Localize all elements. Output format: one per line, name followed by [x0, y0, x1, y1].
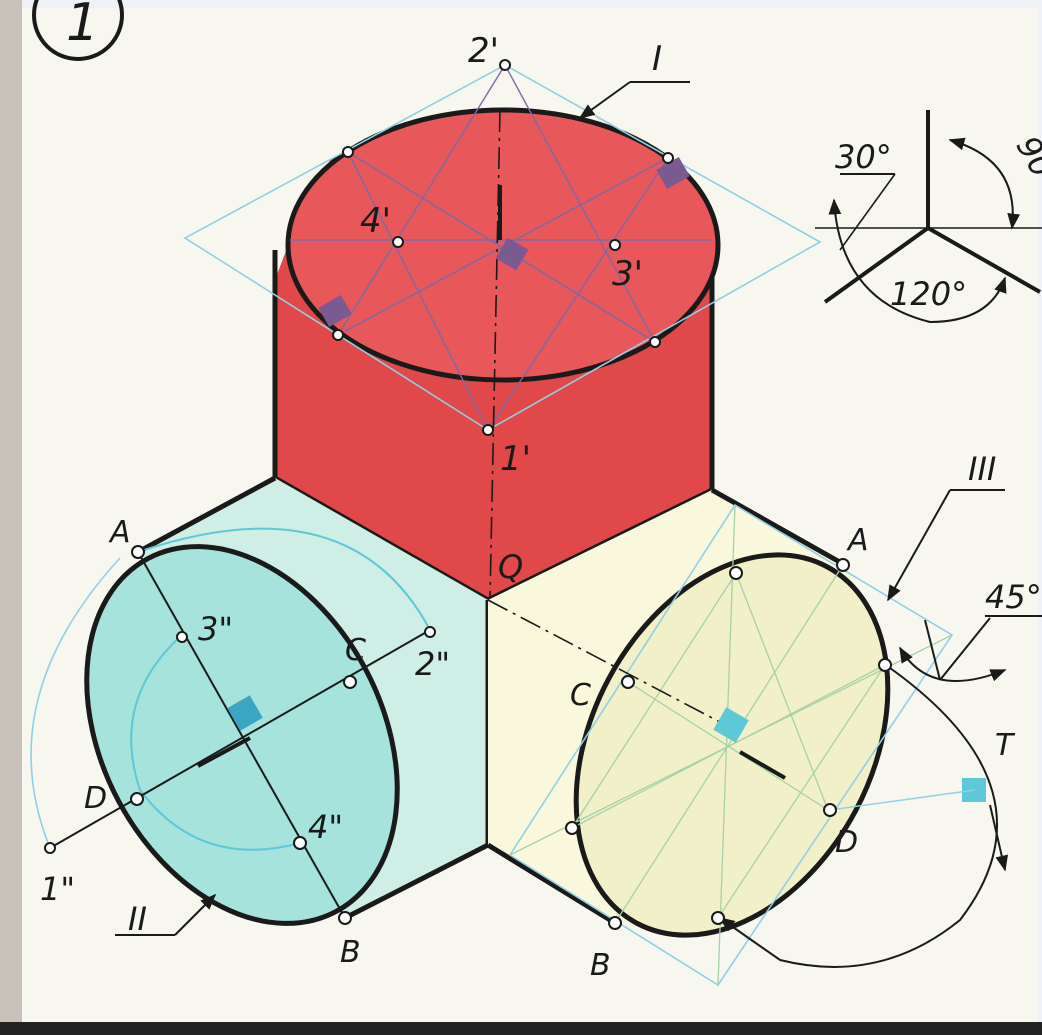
t-arrow — [989, 804, 1008, 872]
point-top-ll — [332, 329, 344, 341]
t-line — [829, 789, 976, 811]
leader-lines — [115, 81, 1005, 936]
label-b-left: B — [340, 935, 361, 970]
top-right-marker — [656, 156, 690, 190]
left-points — [44, 545, 436, 925]
label-4-prime: 4' — [360, 201, 391, 241]
point-top-ur — [662, 152, 674, 164]
top-center-marker — [495, 237, 529, 271]
label-3-prime: 3' — [612, 254, 643, 294]
label-a-right: A — [846, 523, 869, 558]
right-construction-lines — [509, 504, 953, 986]
label-4-double: 4" — [308, 808, 343, 846]
angle-90-arc — [948, 137, 1021, 230]
angle-45-annotation — [899, 615, 1042, 682]
point-b-right — [608, 916, 622, 930]
left-center-mark — [197, 736, 251, 768]
point-4-double — [293, 836, 307, 850]
top-points — [332, 59, 674, 436]
top-left-marker — [318, 294, 352, 328]
label-angle-120: 120° — [890, 275, 967, 313]
point-c-left — [343, 675, 357, 689]
point-d-left — [130, 792, 144, 806]
point-3-double — [176, 631, 188, 643]
label-d-right: D — [835, 825, 858, 860]
label-c-right: C — [570, 678, 591, 713]
point-1-prime — [482, 424, 494, 436]
figure-number: 1 — [66, 0, 99, 53]
left-construction-arc-big — [30, 557, 121, 849]
right-center-mark — [738, 750, 787, 780]
figure-number-badge: 1 — [32, 0, 124, 61]
bottom-border — [0, 1022, 1042, 1035]
point-b-left — [338, 911, 352, 925]
left-center-marker — [227, 695, 263, 731]
point-1-double — [44, 842, 56, 854]
label-2-prime: 2' — [468, 31, 499, 71]
right-points — [565, 558, 892, 930]
left-construction-arc-inner — [130, 634, 301, 851]
point-a-left — [131, 545, 145, 559]
point-3-prime — [609, 239, 621, 251]
label-roman-2: II — [128, 900, 147, 938]
top-ellipse — [285, 107, 721, 383]
point-2-double — [424, 626, 436, 638]
label-angle-30: 30° — [835, 138, 892, 176]
label-d-left: D — [84, 781, 107, 816]
point-a-right — [836, 558, 850, 572]
label-1-prime: 1' — [500, 439, 531, 479]
point-right-left — [565, 821, 579, 835]
left-construction-arc-outer — [137, 527, 431, 631]
angle-30-leader-diag — [839, 173, 896, 251]
label-3-double: 3" — [198, 610, 233, 648]
label-angle-45: 45° — [985, 578, 1042, 616]
label-b-right: B — [590, 948, 611, 983]
point-4-prime — [392, 236, 404, 248]
label-c-left: C — [345, 633, 366, 668]
point-d-right — [823, 803, 837, 817]
point-right-top — [729, 566, 743, 580]
angle-diagram — [815, 110, 1042, 324]
point-top-lr — [649, 336, 661, 348]
point-top-ul — [342, 146, 354, 158]
label-roman-1: I — [652, 39, 662, 79]
label-2-double: 2" — [415, 645, 450, 683]
label-roman-3: III — [968, 450, 996, 488]
t-rotation-arc — [718, 667, 999, 968]
point-right-mid — [878, 658, 892, 672]
label-1-double: 1" — [40, 870, 75, 908]
point-c-right — [621, 675, 635, 689]
right-face-outline — [486, 487, 847, 926]
diagonal-axis — [487, 599, 736, 731]
point-right-bottom — [711, 911, 725, 925]
right-center-marker — [713, 707, 749, 743]
label-q: Q — [498, 548, 523, 586]
left-ellipse-axes — [49, 551, 431, 919]
point-2-prime — [499, 59, 511, 71]
page-edge-shadow — [0, 0, 22, 1035]
label-t: T — [995, 728, 1016, 763]
label-a-left: A — [108, 515, 131, 550]
